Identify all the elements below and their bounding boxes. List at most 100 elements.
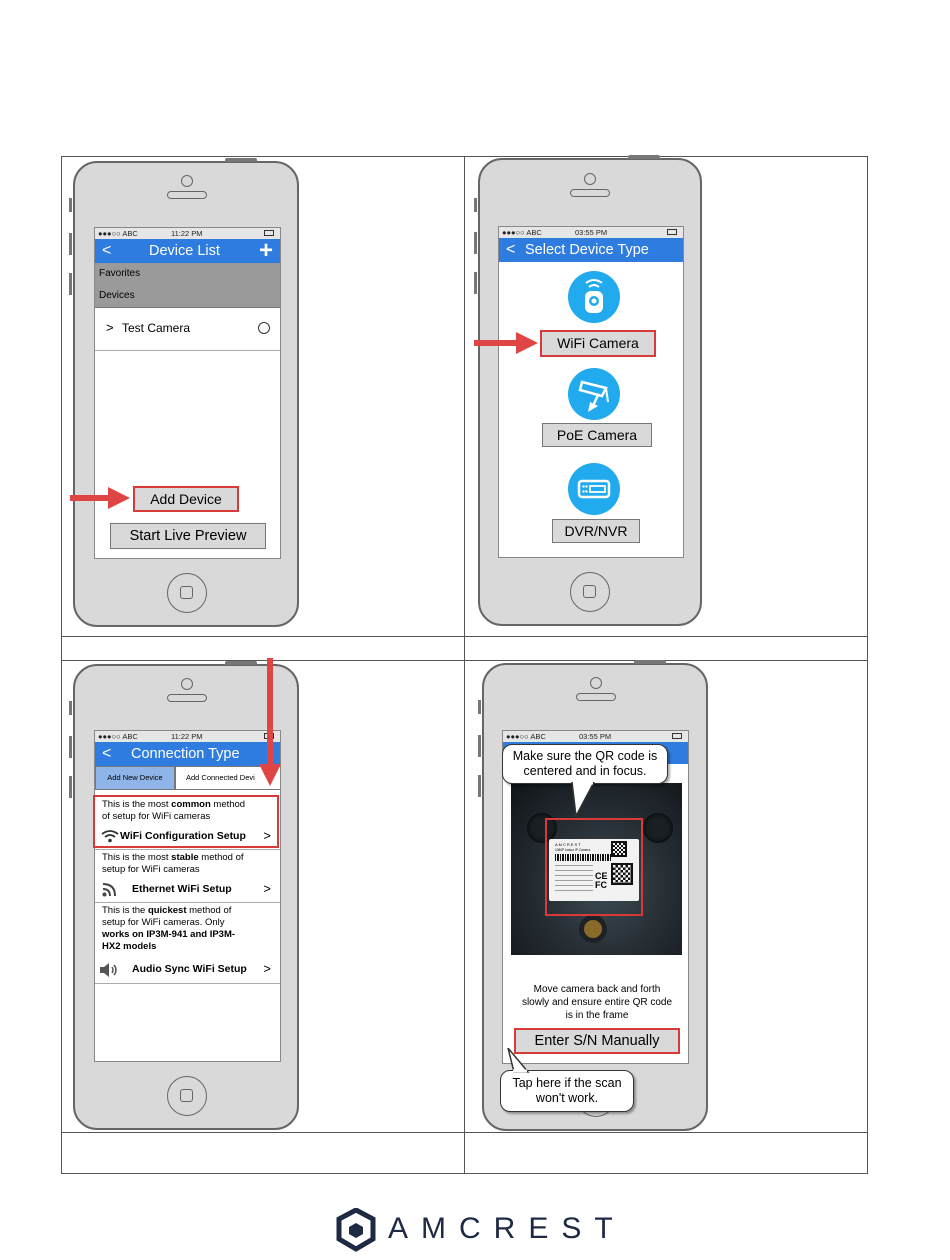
wifi-camera-button[interactable]: WiFi Camera	[540, 330, 656, 357]
screen-title: Connection Type	[131, 746, 240, 762]
tab-add-new-device[interactable]: Add New Device	[95, 766, 175, 790]
wifi-icon	[101, 830, 119, 843]
highlight-box	[93, 795, 279, 848]
mount-screw	[643, 813, 673, 843]
table-divider	[61, 1132, 868, 1133]
speaker-icon	[100, 963, 117, 977]
screen-connection-type: ●●●○○ ABC 11:22 PM < Connection Type Add…	[94, 730, 281, 1062]
divider	[95, 849, 280, 850]
back-icon[interactable]: <	[102, 745, 112, 762]
screen-device-list: ●●●○○ ABC 11:22 PM < Device List + Favor…	[94, 227, 281, 559]
dvr-glyph	[577, 479, 611, 499]
title-bar: < Device List +	[95, 237, 280, 264]
section-label: Favorites	[99, 268, 141, 279]
phone-mockup-select-type: ●●●○○ ABC 03:55 PM < Select Device Type …	[474, 155, 702, 626]
table-divider	[61, 636, 868, 637]
option-label: WiFi Configuration Setup	[120, 830, 246, 842]
home-button	[167, 1076, 207, 1116]
add-device-button[interactable]: Add Device	[133, 486, 239, 512]
qr-code	[611, 863, 633, 885]
home-button	[570, 572, 610, 612]
enter-sn-manually-button[interactable]: Enter S/N Manually	[514, 1028, 680, 1054]
dvr-nvr-icon[interactable]	[568, 463, 620, 515]
signal-carrier: ●●●○○ ABC	[98, 732, 138, 741]
phone-side-button	[478, 700, 481, 714]
screen-select-device-type: ●●●○○ ABC 03:55 PM < Select Device Type …	[498, 226, 684, 558]
phone-side-button	[474, 272, 477, 294]
arrow-right-icon	[70, 487, 130, 509]
callout-pointer	[507, 1048, 530, 1073]
callout-tap-here: Tap here if the scan won't work.	[500, 1070, 634, 1112]
back-icon[interactable]: <	[102, 242, 112, 259]
phone-side-button	[69, 198, 72, 212]
qr-code	[611, 841, 627, 857]
section-favorites[interactable]: Favorites	[95, 263, 280, 286]
signal-carrier: ●●●○○ ABC	[98, 229, 138, 238]
label-fine-print	[555, 865, 593, 893]
phone-side-button	[69, 776, 72, 798]
poe-camera-button[interactable]: PoE Camera	[542, 423, 652, 447]
poe-camera-icon[interactable]	[568, 368, 620, 420]
tripod-socket	[579, 915, 607, 943]
screen-title: Device List	[149, 243, 220, 259]
title-bar: < Select Device Type	[499, 238, 683, 262]
add-icon[interactable]: +	[258, 237, 273, 264]
phone-side-button	[69, 273, 72, 295]
chevron-right-icon: >	[106, 320, 114, 335]
dvr-nvr-button[interactable]: DVR/NVR	[552, 519, 640, 543]
phone-top-button	[225, 158, 257, 162]
option-wifi-configuration[interactable]: WiFi Configuration Setup >	[95, 826, 280, 848]
table-divider	[61, 660, 868, 661]
phone-side-button	[69, 736, 72, 758]
home-button	[167, 573, 207, 613]
radio-icon[interactable]	[258, 322, 270, 334]
brand-wordmark: AMCREST	[388, 1212, 626, 1245]
phone-side-button	[478, 775, 481, 797]
table-divider-vertical	[464, 156, 465, 1174]
device-row[interactable]: > Test Camera	[95, 308, 280, 351]
title-bar: < Connection Type	[95, 742, 280, 766]
phone-speaker	[167, 694, 207, 702]
callout-pointer	[571, 782, 595, 818]
wifi-camera-icon[interactable]	[568, 271, 620, 323]
barcode	[555, 854, 611, 861]
divider	[95, 983, 280, 984]
section-label: Devices	[99, 290, 135, 301]
qr-focus-frame	[545, 818, 643, 916]
phone-side-button	[474, 232, 477, 254]
phone-camera	[584, 173, 596, 185]
signal-carrier: ●●●○○ ABC	[506, 732, 546, 741]
phone-side-button	[478, 735, 481, 757]
battery-icon	[672, 733, 682, 739]
phone-camera	[181, 678, 193, 690]
poe-camera-glyph	[578, 380, 609, 412]
option-ethernet-wifi[interactable]: Ethernet WiFi Setup >	[95, 879, 280, 901]
tab-label: Add Connected Devi	[186, 773, 255, 782]
arrow-down-icon	[259, 658, 281, 786]
phone-speaker	[576, 693, 616, 701]
scan-instructions: Move camera back and forth slowly and en…	[521, 984, 673, 1021]
screen-title: Select Device Type	[525, 242, 649, 258]
wifi-camera-glyph	[585, 279, 603, 313]
rss-signal-icon	[102, 883, 116, 897]
option-audio-sync[interactable]: Audio Sync WiFi Setup >	[95, 959, 280, 981]
start-live-preview-button[interactable]: Start Live Preview	[110, 523, 266, 549]
callout-qr-focus: Make sure the QR code is centered and in…	[502, 744, 668, 784]
phone-mockup-device-list: ●●●○○ ABC 11:22 PM < Device List + Favor…	[69, 158, 299, 627]
phone-camera	[590, 677, 602, 689]
section-devices[interactable]: Devices	[95, 285, 280, 308]
battery-icon	[264, 230, 274, 236]
phone-top-button	[634, 660, 666, 664]
phone-speaker	[570, 189, 610, 197]
chevron-right-icon: >	[263, 881, 271, 896]
back-icon[interactable]: <	[506, 241, 516, 258]
phone-speaker	[167, 191, 207, 199]
signal-carrier: ●●●○○ ABC	[502, 228, 542, 237]
label-product: 1080P Indoor IP Camera	[555, 848, 591, 852]
device-name: Test Camera	[122, 321, 191, 335]
phone-side-button	[474, 198, 477, 212]
arrow-right-icon	[474, 332, 538, 354]
